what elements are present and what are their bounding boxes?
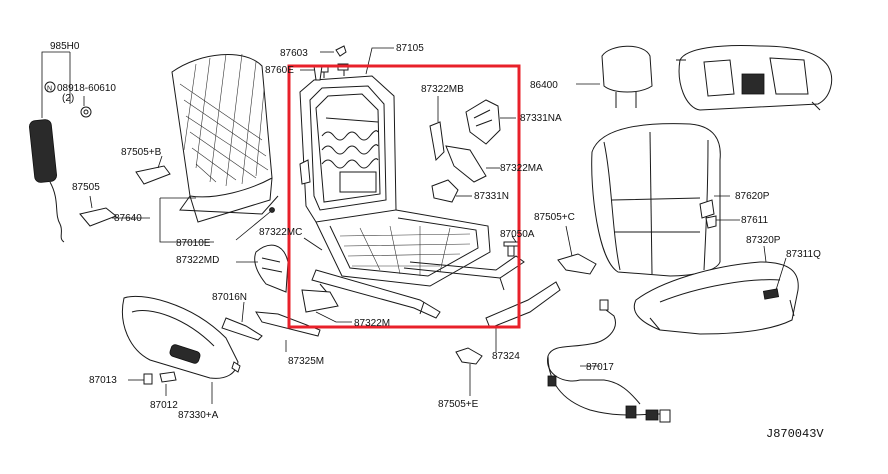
label-87311Q: 87311Q bbox=[786, 249, 821, 260]
label-08918: 08918-60610 bbox=[57, 83, 116, 94]
headrest-86400 bbox=[576, 45, 653, 108]
n-circle-icon bbox=[44, 81, 56, 93]
label-86400: 86400 bbox=[530, 80, 558, 91]
label-87010E: 87010E bbox=[176, 238, 211, 249]
label-87050A: 87050A bbox=[500, 229, 535, 240]
label-87505C: 87505+C bbox=[534, 212, 575, 223]
bracket-87331N bbox=[431, 179, 472, 203]
leader-87105 bbox=[365, 47, 394, 75]
part-labels: 985H0 N 08918-60610 (2) 87505+B 87505 87… bbox=[44, 41, 824, 441]
leaders-985H0 bbox=[41, 51, 85, 118]
seat-back-cushion-right bbox=[591, 123, 740, 277]
highlight-frame-box bbox=[287, 64, 521, 329]
label-87320P: 87320P bbox=[746, 235, 781, 246]
cover-87322M bbox=[315, 311, 352, 323]
label-87017: 87017 bbox=[586, 362, 614, 373]
pad-87505C bbox=[557, 225, 597, 275]
seat-cushion-87320P bbox=[633, 245, 799, 335]
knob-87012 bbox=[159, 371, 177, 396]
label-87330A: 87330+A bbox=[178, 410, 219, 421]
cover-87322MA bbox=[445, 145, 500, 183]
small-trim-pads-left bbox=[79, 155, 171, 227]
label-87322M: 87322M bbox=[354, 318, 390, 329]
vehicle-silhouette bbox=[676, 45, 833, 111]
label-87620P: 87620P bbox=[735, 191, 770, 202]
bracket-87322MC bbox=[303, 237, 323, 251]
label-87322MC: 87322MC bbox=[259, 227, 302, 238]
diagram-id: J870043V bbox=[766, 427, 824, 441]
cover-87322MB bbox=[429, 96, 445, 162]
trim-strip-87016N bbox=[221, 301, 263, 341]
label-87603: 87603 bbox=[280, 48, 308, 59]
label-985H0: 985H0 bbox=[50, 41, 80, 52]
bolt-87603 bbox=[320, 45, 347, 57]
seat-back-cushion-left bbox=[171, 53, 279, 223]
seat-side-finisher bbox=[122, 295, 241, 379]
seat-frame-assembly bbox=[299, 63, 525, 319]
label-8760E: 8760E bbox=[265, 65, 294, 76]
clip-8760E bbox=[300, 65, 323, 81]
label-87611: 87611 bbox=[741, 215, 769, 226]
side-cover-87322MD bbox=[236, 244, 289, 293]
label-87105: 87105 bbox=[396, 43, 424, 54]
label-87012: 87012 bbox=[150, 400, 178, 411]
label-87324: 87324 bbox=[492, 351, 520, 362]
trim-87331NA bbox=[465, 99, 516, 145]
trim-87324 bbox=[485, 281, 561, 352]
wire-harness-87017 bbox=[547, 299, 671, 423]
label-87640: 87640 bbox=[114, 213, 142, 224]
leaders-87010E bbox=[159, 197, 275, 243]
label-87331NA: 87331NA bbox=[520, 113, 562, 124]
label-87013: 87013 bbox=[89, 375, 117, 386]
side-airbag-module bbox=[29, 106, 92, 243]
pad-87505E bbox=[455, 347, 483, 396]
n-circle-glyph: N bbox=[47, 86, 52, 93]
label-87016N: 87016N bbox=[212, 292, 247, 303]
label-87505B: 87505+B bbox=[121, 147, 162, 158]
knob-87013 bbox=[128, 373, 153, 385]
label-87505: 87505 bbox=[72, 182, 100, 193]
label-87325M: 87325M bbox=[288, 356, 324, 367]
label-87505E: 87505+E bbox=[438, 399, 479, 410]
label-87322MD: 87322MD bbox=[176, 255, 219, 266]
label-87331N: 87331N bbox=[474, 191, 509, 202]
label-08918-qty: (2) bbox=[62, 93, 74, 104]
label-87322MA: 87322MA bbox=[500, 163, 543, 174]
label-87322MB: 87322MB bbox=[421, 84, 464, 95]
